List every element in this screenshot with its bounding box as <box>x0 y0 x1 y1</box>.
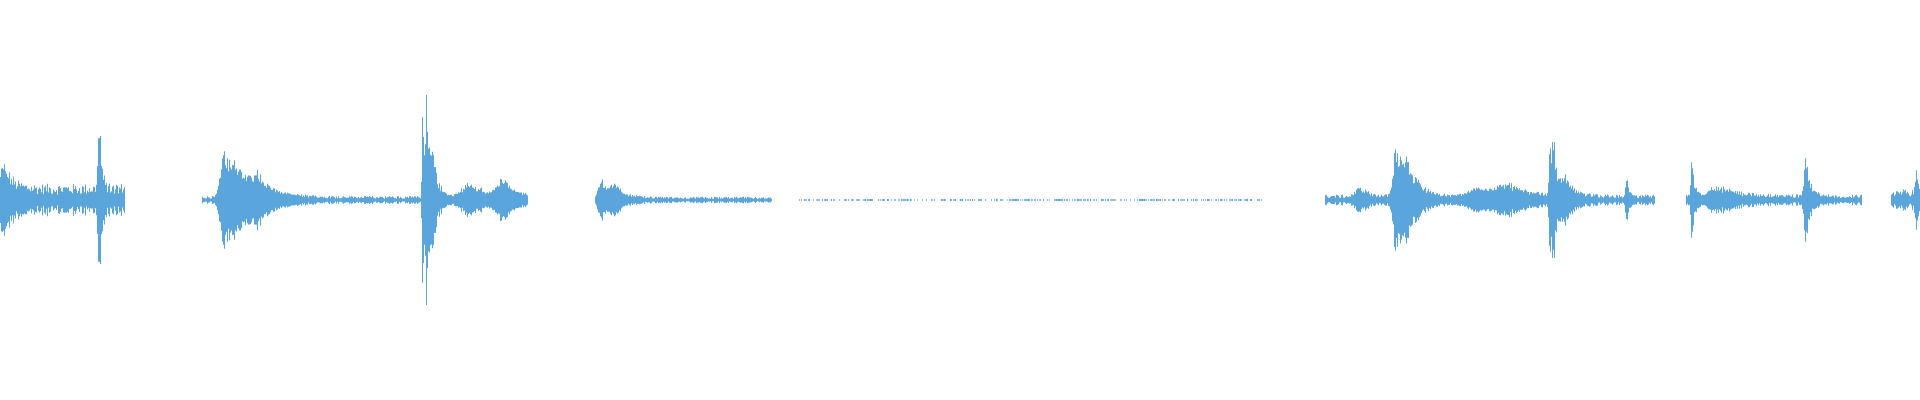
waveform-segment <box>0 136 125 264</box>
waveform-bars <box>0 95 1920 305</box>
waveform-segment <box>799 198 1262 202</box>
waveform-bar-path <box>0 136 125 264</box>
waveform-bar-path <box>1891 170 1920 230</box>
waveform-segment <box>595 179 772 221</box>
waveform-segment <box>1891 170 1920 230</box>
waveform-bar-path <box>595 179 772 221</box>
waveform-segment <box>1325 141 1655 259</box>
waveform-segment <box>202 95 528 305</box>
waveform-bar-path <box>1686 158 1862 242</box>
waveform-bar-path <box>202 95 528 305</box>
waveform-segment <box>1686 158 1862 242</box>
waveform-bar-path <box>799 198 1262 202</box>
waveform-bar-path <box>1325 141 1655 259</box>
